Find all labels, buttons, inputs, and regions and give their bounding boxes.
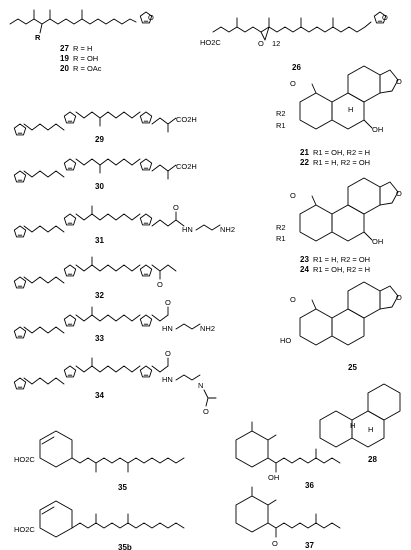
compound-number-27: 27 [60,44,69,53]
compound-number-19: 19 [60,54,69,63]
compound-number-23: 23 [300,255,309,264]
atom-label-HN: HN [182,225,193,234]
compound-number-25: 25 [348,363,357,372]
atom-label-NH2: NH2 [220,225,235,234]
atom-label-OH-36: OH [268,473,279,482]
structure-33: O HN NH2 [13,298,215,339]
compound-caption-20: R = OAc [73,64,102,73]
compound-number-36: 36 [305,481,314,490]
atom-label-N: N [198,381,203,390]
atom-label-HN-33: HN [162,324,173,333]
compound-number-30: 30 [95,182,104,191]
compound-number-37: 37 [305,541,314,550]
svg-text:H: H [368,425,373,434]
atom-label-R: R [35,33,41,42]
structure-35: HO2C [14,430,185,473]
svg-text:CO2H: CO2H [176,162,197,171]
atom-label-HO: HO [280,336,291,345]
locant-12: 12 [272,39,280,48]
svg-text:R2: R2 [276,223,286,232]
structure-21-22: O OH O H R2 R1 [276,65,402,134]
svg-text:O: O [258,39,264,48]
compound-number-34: 34 [95,391,104,400]
structure-25: O O HO [280,281,402,346]
svg-text:R1: R1 [276,234,286,243]
structure-30: CO2H [13,158,197,183]
compound-number-26: 26 [292,63,301,72]
atom-label-OH-23: OH [372,237,383,246]
structure-32: O [13,256,177,289]
compound-caption-19: R = OH [73,54,98,63]
svg-text:O: O [382,13,388,22]
structure-37: O [235,486,341,548]
structure-31: O HN NH2 [13,203,235,238]
compound-caption-21: R1 = OH, R2 = H [313,148,370,157]
atom-label-OH-21: OH [372,125,383,134]
compound-number-33: 33 [95,334,104,343]
svg-text:HO2C: HO2C [14,455,35,464]
structure-26: O HO2C O 12 [200,11,388,48]
compound-number-29: 29 [95,135,104,144]
svg-text:H: H [350,421,355,430]
svg-text:O: O [290,191,296,200]
svg-text:O: O [396,77,402,86]
compound-caption-22: R1 = H, R2 = OH [313,158,370,167]
compound-caption-24: R1 = OH, R2 = H [313,265,370,274]
atom-label-CO2H: CO2H [176,115,197,124]
svg-text:O: O [290,295,296,304]
compound-number-35: 35 [118,483,127,492]
compound-number-20: 20 [60,64,69,73]
atom-label-O: O [148,13,154,22]
svg-text:O: O [290,79,296,88]
svg-text:O: O [203,407,209,416]
atom-label-R1: R1 [276,121,286,130]
svg-text:H: H [348,105,353,114]
svg-text:HO2C: HO2C [14,525,35,534]
svg-text:O: O [157,280,163,289]
compound-number-21: 21 [300,148,309,157]
structure-23-24: O OH O R2 R1 [276,177,402,246]
structure-35b: HO2C [14,500,185,538]
svg-text:O: O [396,293,402,302]
compound-number-24: 24 [300,265,309,274]
structure-27: O R [9,9,154,42]
compound-number-22: 22 [300,158,309,167]
structure-29: CO2H [13,111,197,136]
svg-text:O: O [396,189,402,198]
structure-34: O HN N O [13,349,217,416]
atom-label-NH2-33: NH2 [200,324,215,333]
atom-label-R2: R2 [276,109,286,118]
atom-label-HN-34: HN [162,375,173,384]
atom-label-HO2C: HO2C [200,38,221,47]
compound-number-28: 28 [368,455,377,464]
compound-number-32: 32 [95,291,104,300]
compound-caption-27: R = H [73,44,92,53]
structure-36: OH [235,421,341,482]
compound-number-31: 31 [95,236,104,245]
svg-text:O: O [272,539,278,548]
structure-28: H H [319,383,401,448]
svg-text:O: O [165,298,171,307]
svg-text:O: O [173,203,179,212]
compound-number-35b: 35b [118,543,132,550]
compound-caption-23: R1 = H, R2 = OH [313,255,370,264]
svg-text:O: O [165,349,171,358]
